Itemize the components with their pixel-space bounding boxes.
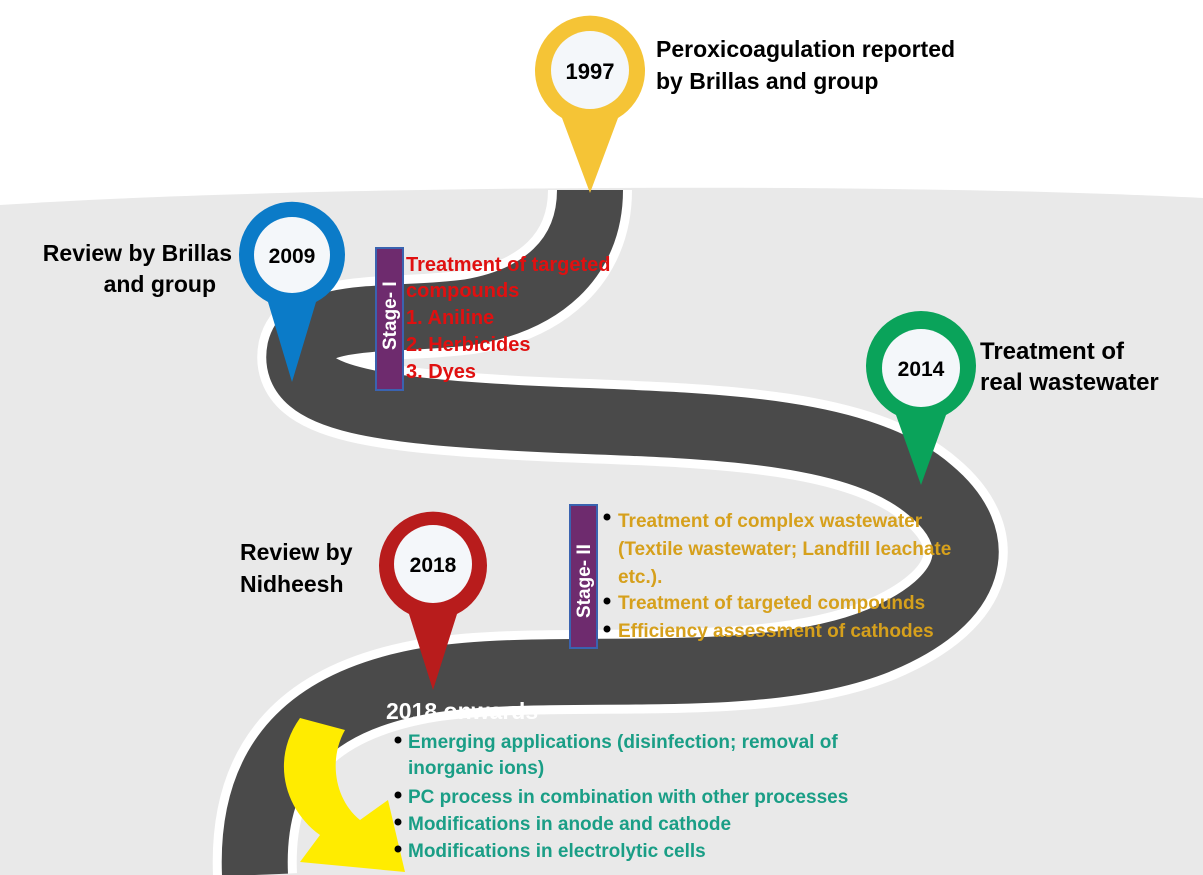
onwards-line: PC process in combination with other pro… — [408, 787, 848, 808]
stage-2-line: Treatment of targeted compounds — [618, 593, 925, 614]
stage-2-line: Treatment of complex wastewater — [618, 511, 923, 532]
bullet-icon — [394, 818, 402, 826]
stage-1-tag-label: Stage- I — [380, 281, 401, 350]
onwards-line: Modifications in anode and cathode — [408, 814, 731, 835]
milestone-2018: 2018 Review by Nidheesh — [240, 511, 487, 690]
stage-2-line: etc.). — [618, 567, 662, 588]
onwards-line: Emerging applications (disinfection; rem… — [408, 732, 838, 753]
pin-inner-circle — [882, 329, 960, 407]
stage-1-line: 1. Aniline — [406, 307, 494, 329]
stage-2-tag-label: Stage- II — [574, 544, 595, 618]
milestone-label-line-2: and group — [104, 271, 216, 297]
bullet-icon — [394, 736, 402, 744]
stage-1-block: Stage- I Treatment of targeted compounds… — [375, 247, 610, 391]
bullet-icon — [394, 845, 402, 853]
milestone-year: 2014 — [898, 358, 945, 381]
milestone-1997: 1997 Peroxicoagulation reported by Brill… — [535, 15, 955, 193]
milestone-label-line-2: Nidheesh — [240, 571, 344, 597]
stage-2-line: (Textile wastewater; Landfill leachate — [618, 539, 951, 560]
bullet-icon — [394, 791, 402, 799]
bullet-icon — [603, 625, 611, 633]
milestone-label-line-2: by Brillas and group — [656, 68, 878, 94]
milestone-label-line-1: Review by — [240, 539, 353, 565]
milestone-2009: 2009 Review by Brillas and group — [43, 201, 345, 382]
stage-2-tag-bar — [569, 504, 598, 649]
onwards-line: inorganic ions) — [408, 758, 544, 779]
milestone-year: 2018 — [410, 554, 457, 577]
milestone-label-line-1: Peroxicoagulation reported — [656, 36, 955, 62]
pin-inner-circle — [551, 31, 629, 109]
milestone-year: 2009 — [269, 245, 316, 268]
onwards-block: 2018 onwards Emerging applications (disi… — [386, 698, 848, 862]
milestone-year: 1997 — [566, 59, 615, 84]
stage-1-line: 2. Herbicides — [406, 334, 531, 356]
onwards-line: Modifications in electrolytic cells — [408, 841, 706, 862]
bullet-icon — [603, 513, 611, 521]
direction-arrow-icon — [283, 718, 405, 872]
stage-2-block: Stage- II Treatment of complex wastewate… — [569, 504, 951, 649]
bullet-icon — [603, 597, 611, 605]
stage-1-line: Treatment of targeted — [406, 254, 610, 276]
milestone-label-line-1: Treatment of — [980, 338, 1125, 365]
milestone-2014: 2014 Treatment of real wastewater — [865, 311, 1159, 485]
pin-inner-circle — [394, 525, 472, 603]
stage-1-tag-bar — [375, 247, 404, 391]
stage-1-line: compounds — [406, 280, 519, 302]
stage-1-line: 3. Dyes — [406, 361, 476, 383]
onwards-title: 2018 onwards — [386, 698, 538, 724]
stage-2-line: Efficiency assessment of cathodes — [618, 621, 934, 642]
milestone-label-line-1: Review by Brillas — [43, 240, 232, 266]
pin-inner-circle — [254, 217, 330, 293]
milestone-label-line-2: real wastewater — [980, 369, 1159, 396]
